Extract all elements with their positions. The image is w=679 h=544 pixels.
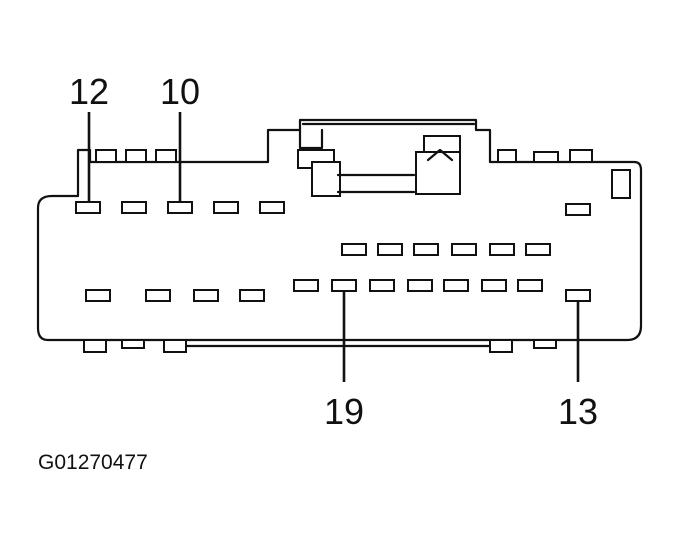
terminal-10: [167, 201, 193, 214]
pin-label-19: 19: [324, 391, 364, 432]
terminal-13: [565, 289, 591, 302]
connector-housing: [36, 118, 643, 342]
bottom-tabs: [83, 339, 557, 353]
connector-latch: [297, 122, 631, 199]
pin-label-10: 10: [160, 71, 200, 112]
pin-label-12: 12: [69, 71, 109, 112]
terminal-12: [75, 201, 101, 214]
figure-code: G01270477: [38, 451, 148, 474]
top-tabs: [95, 149, 593, 163]
terminal-19: [331, 279, 357, 292]
pin-row-top: [75, 201, 591, 216]
pin-row-middle: [341, 243, 551, 256]
pin-row-bottom: [85, 279, 591, 302]
pin-label-13: 13: [558, 391, 598, 432]
